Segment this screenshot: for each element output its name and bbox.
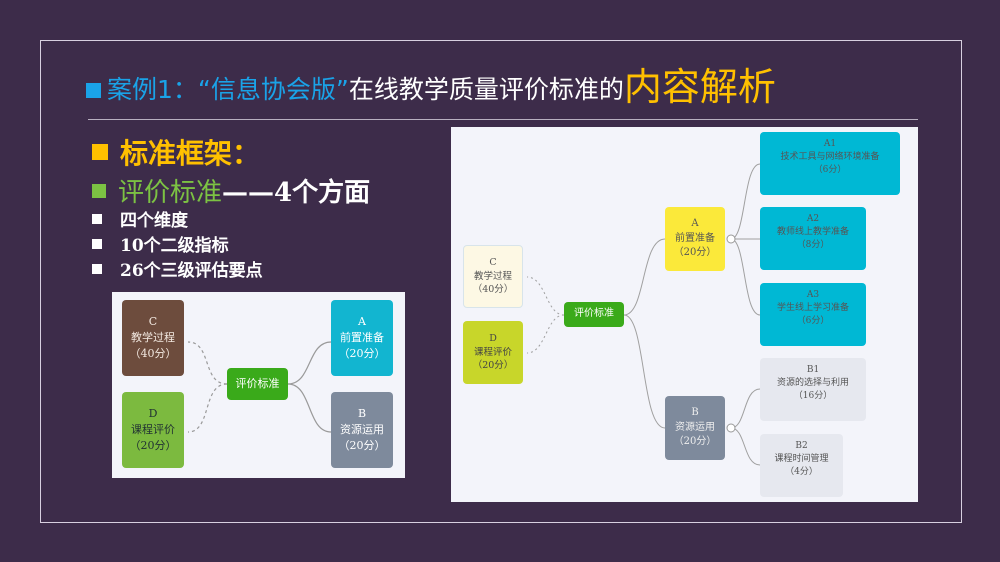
node-text: B	[691, 407, 699, 419]
title-middle: 在线教学质量评价标准的	[348, 75, 624, 104]
criteria-label: 评价标准	[118, 178, 223, 208]
large-map-connectors	[526, 163, 761, 466]
node-text: （6分）	[796, 316, 830, 327]
node-b: B 资源运用 （20分）	[665, 396, 725, 460]
node-text: B2	[795, 441, 808, 451]
bullet-square-icon	[92, 263, 102, 274]
node-a1: A1 技术工具与网络环境准备 （6分）	[760, 132, 900, 195]
node-text: （8分）	[796, 240, 830, 251]
title-highlight: 内容解析	[623, 65, 776, 109]
node-a3: A3 学生线上学习准备 （6分）	[760, 283, 866, 346]
node-a: A 前置准备（20分）	[331, 300, 393, 376]
node-text: B	[357, 407, 367, 421]
collapse-toggle-icon	[726, 423, 736, 433]
criteria-suffix: ——4个方面	[222, 178, 371, 208]
node-text: 前置准备	[340, 331, 384, 345]
node-text: （20分）	[129, 438, 177, 452]
bullet-text: 标准框架：	[120, 137, 261, 170]
node-a2: A2 教师线上教学准备 （8分）	[760, 207, 866, 270]
slide-frame	[40, 40, 962, 523]
bullet-item: 26个三级评估要点	[92, 256, 263, 281]
node-text: B1	[806, 365, 820, 375]
node-text: A1	[823, 139, 837, 149]
node-text: （6分）	[813, 165, 847, 176]
node-d: D 课程评价（20分）	[122, 392, 184, 468]
bullet-framework: 标准框架：	[92, 132, 260, 172]
node-text: （20分）	[673, 436, 717, 448]
title-divider	[88, 119, 918, 120]
title-bullet-icon	[86, 83, 101, 98]
node-text: 技术工具与网络环境准备	[780, 152, 880, 163]
node-text: 资源运用	[675, 421, 715, 433]
node-text: 课程时间管理	[774, 454, 829, 465]
node-text: （20分）	[673, 247, 717, 259]
node-text: （20分）	[472, 360, 514, 372]
bullet-square-icon	[92, 183, 106, 198]
node-text: D	[489, 332, 497, 344]
node-text: （20分）	[338, 346, 386, 360]
small-map-connectors	[187, 341, 332, 433]
node-text: 教学过程	[131, 331, 175, 345]
node-text: A2	[806, 214, 820, 224]
bullet-text: 10个二级指标	[120, 236, 229, 256]
node-c: C 教学过程 （40分）	[463, 245, 523, 308]
node-text: D	[148, 407, 158, 421]
bullet-text: 四个维度	[120, 211, 188, 231]
node-text: （4分）	[785, 467, 818, 478]
node-text: 资源的选择与利用	[776, 378, 849, 389]
bullet-item: 四个维度	[92, 206, 188, 231]
node-text: 评价标准	[235, 377, 280, 391]
node-text: A	[358, 315, 366, 329]
bullet-square-icon	[92, 213, 102, 224]
slide-title: 案例1：“信息协会版” 在线教学质量评价标准的 内容解析	[86, 60, 776, 110]
node-text: （20分）	[338, 438, 386, 452]
node-text: C	[489, 256, 497, 268]
bullet-item: 10个二级指标	[92, 231, 229, 256]
bullet-criteria: 评价标准——4个方面	[92, 172, 370, 209]
bullet-square-icon	[92, 144, 108, 160]
node-c: C 教学过程（40分）	[122, 300, 184, 376]
bullet-text: 26个三级评估要点	[120, 261, 263, 281]
node-text: 前置准备	[675, 232, 715, 244]
node-text: 教师线上教学准备	[776, 227, 849, 238]
node-b: B 资源运用（20分）	[331, 392, 393, 468]
node-text: 评价标准	[574, 308, 614, 320]
node-center: 评价标准	[227, 368, 288, 400]
node-text: 教学过程	[473, 270, 512, 282]
node-text: （16分）	[793, 391, 833, 402]
node-d: D 课程评价 （20分）	[463, 321, 523, 384]
node-text: 课程评价	[131, 423, 175, 437]
collapse-toggle-icon	[726, 234, 736, 244]
node-center: 评价标准	[564, 302, 624, 327]
node-text: A3	[806, 290, 820, 300]
node-b2: B2 课程时间管理 （4分）	[760, 434, 843, 497]
node-text: （40分）	[472, 284, 514, 296]
title-prefix: 案例1：“信息协会版”	[107, 75, 349, 104]
node-text: 学生线上学习准备	[776, 303, 849, 314]
node-text: 课程评价	[473, 346, 512, 358]
bullet-square-icon	[92, 238, 102, 249]
node-text: A	[691, 218, 699, 230]
node-a: A 前置准备 （20分）	[665, 207, 725, 271]
node-b1: B1 资源的选择与利用 （16分）	[760, 358, 866, 421]
node-text: 资源运用	[340, 423, 384, 437]
node-text: C	[148, 315, 158, 329]
node-text: （40分）	[129, 346, 177, 360]
